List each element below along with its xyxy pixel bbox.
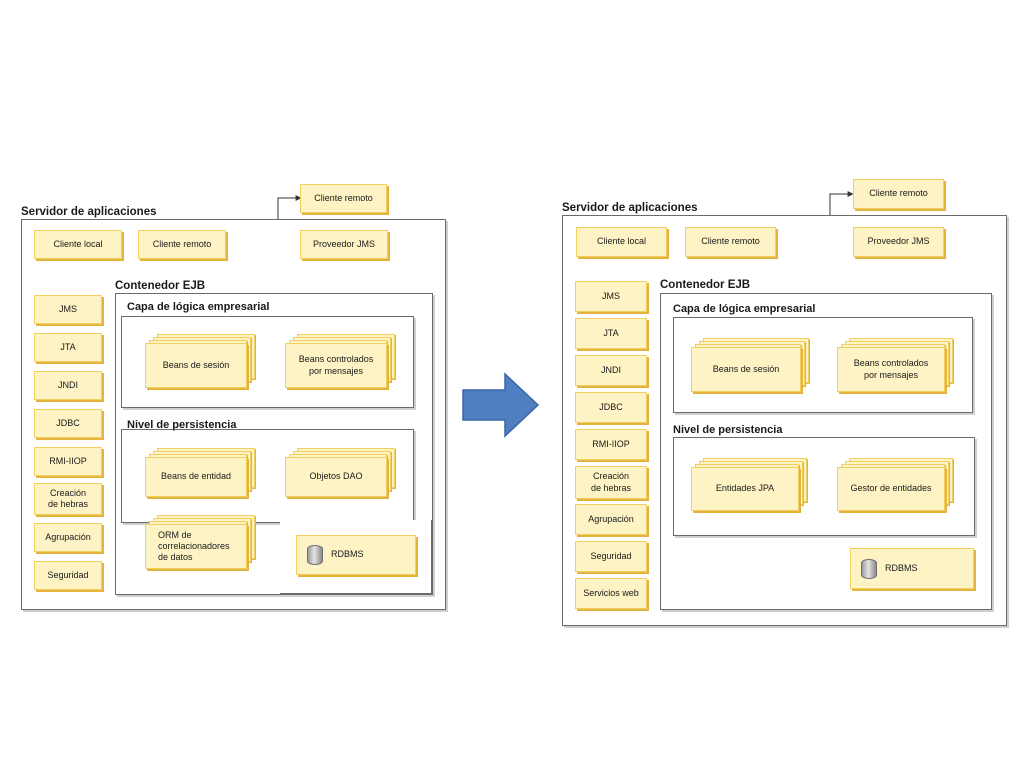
persistence-layer-title: Nivel de persistencia	[673, 424, 783, 436]
dao-objects-stack: Objetos DAO	[285, 448, 397, 498]
business-layer-title: Capa de lógica empresarial	[673, 303, 816, 315]
server-title: Servidor de aplicaciones	[21, 206, 157, 218]
message-beans-box: Beans controlados por mensajes	[285, 343, 387, 388]
persistence-layer-title: Nivel de persistencia	[127, 419, 237, 431]
database-icon	[861, 559, 877, 579]
service-box: Seguridad	[575, 541, 647, 572]
service-box: JTA	[575, 318, 647, 349]
service-box: JDBC	[575, 392, 647, 423]
local-client-box: Cliente local	[576, 227, 667, 257]
service-box: Seguridad	[34, 561, 102, 590]
session-beans-stack: Beans de sesión	[145, 334, 257, 390]
service-box: JNDI	[34, 371, 102, 400]
right-arrow-icon	[462, 372, 540, 438]
service-box: Servicios web	[575, 578, 647, 609]
rdbms-box: RDBMS	[850, 548, 974, 589]
container-title: Contenedor EJB	[115, 280, 206, 292]
outer-remote-client-box: Cliente remoto	[300, 184, 387, 213]
jpa-entities-box: Entidades JPA	[691, 467, 799, 511]
session-beans-box: Beans de sesión	[145, 343, 247, 388]
service-box: JNDI	[575, 355, 647, 386]
jms-provider-box: Proveedor JMS	[853, 227, 944, 257]
session-beans-stack: Beans de sesión	[691, 338, 811, 394]
jms-provider-box: Proveedor JMS	[300, 230, 388, 259]
remote-client-box: Cliente remoto	[138, 230, 226, 259]
remote-client-box: Cliente remoto	[685, 227, 776, 257]
dao-objects-box: Objetos DAO	[285, 457, 387, 497]
database-icon	[307, 545, 323, 565]
jpa-entities-stack: Entidades JPA	[691, 458, 809, 513]
orm-stack: ORM de correlacionadores de datos	[145, 515, 257, 569]
business-layer-title: Capa de lógica empresarial	[127, 301, 270, 313]
message-beans-stack: Beans controlados por mensajes	[837, 338, 955, 394]
service-box: Creación de hebras	[575, 466, 647, 499]
message-beans-stack: Beans controlados por mensajes	[285, 334, 397, 390]
entity-beans-box: Beans de entidad	[145, 457, 247, 497]
service-box: JMS	[575, 281, 647, 312]
local-client-box: Cliente local	[34, 230, 122, 259]
service-box: Agrupación	[34, 523, 102, 552]
orm-box: ORM de correlacionadores de datos	[145, 524, 247, 569]
message-beans-box: Beans controlados por mensajes	[837, 347, 945, 392]
service-box: JMS	[34, 295, 102, 324]
container-title: Contenedor EJB	[660, 279, 751, 291]
service-box: RMI-IIOP	[575, 429, 647, 460]
entity-beans-stack: Beans de entidad	[145, 448, 257, 498]
service-box: Creación de hebras	[34, 483, 102, 515]
entity-manager-stack: Gestor de entidades	[837, 458, 955, 513]
outer-remote-client-box: Cliente remoto	[853, 179, 944, 209]
service-box: JTA	[34, 333, 102, 362]
entity-manager-box: Gestor de entidades	[837, 467, 945, 511]
server-title: Servidor de aplicaciones	[562, 202, 698, 214]
service-box: Agrupación	[575, 504, 647, 535]
service-box: RMI-IIOP	[34, 447, 102, 476]
service-box: JDBC	[34, 409, 102, 438]
session-beans-box: Beans de sesión	[691, 347, 801, 392]
